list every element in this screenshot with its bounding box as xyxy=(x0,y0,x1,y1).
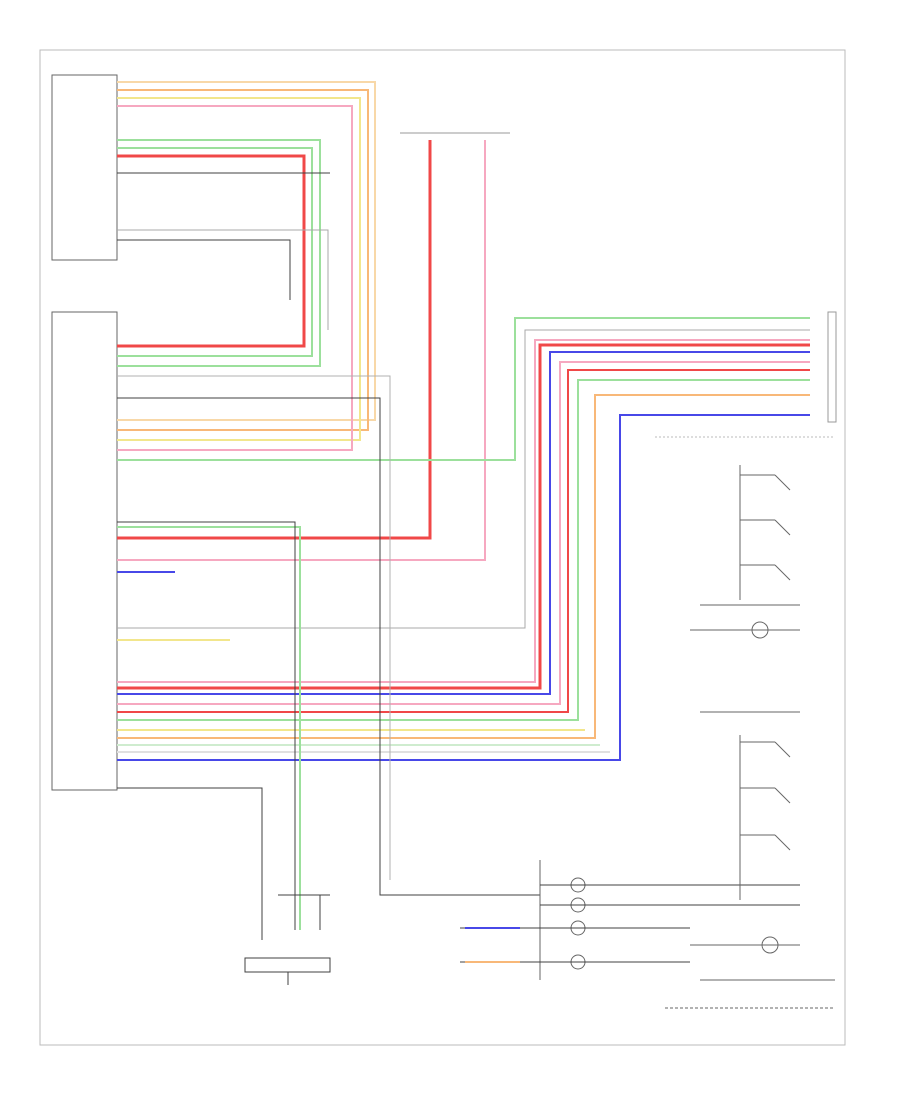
switch-wires xyxy=(465,927,520,963)
fuse-feed-wires xyxy=(117,140,486,561)
harness-connector xyxy=(827,311,837,423)
audio-unit xyxy=(51,311,118,791)
upper-wires xyxy=(117,81,376,451)
antenna xyxy=(244,894,331,985)
right-switch xyxy=(690,465,800,713)
diagram-frame xyxy=(39,49,846,1046)
harness-wires xyxy=(117,317,810,761)
main-control-unit xyxy=(51,74,118,261)
center-wires xyxy=(117,375,540,940)
clock-spring xyxy=(460,860,800,980)
left-switch xyxy=(665,735,835,1009)
